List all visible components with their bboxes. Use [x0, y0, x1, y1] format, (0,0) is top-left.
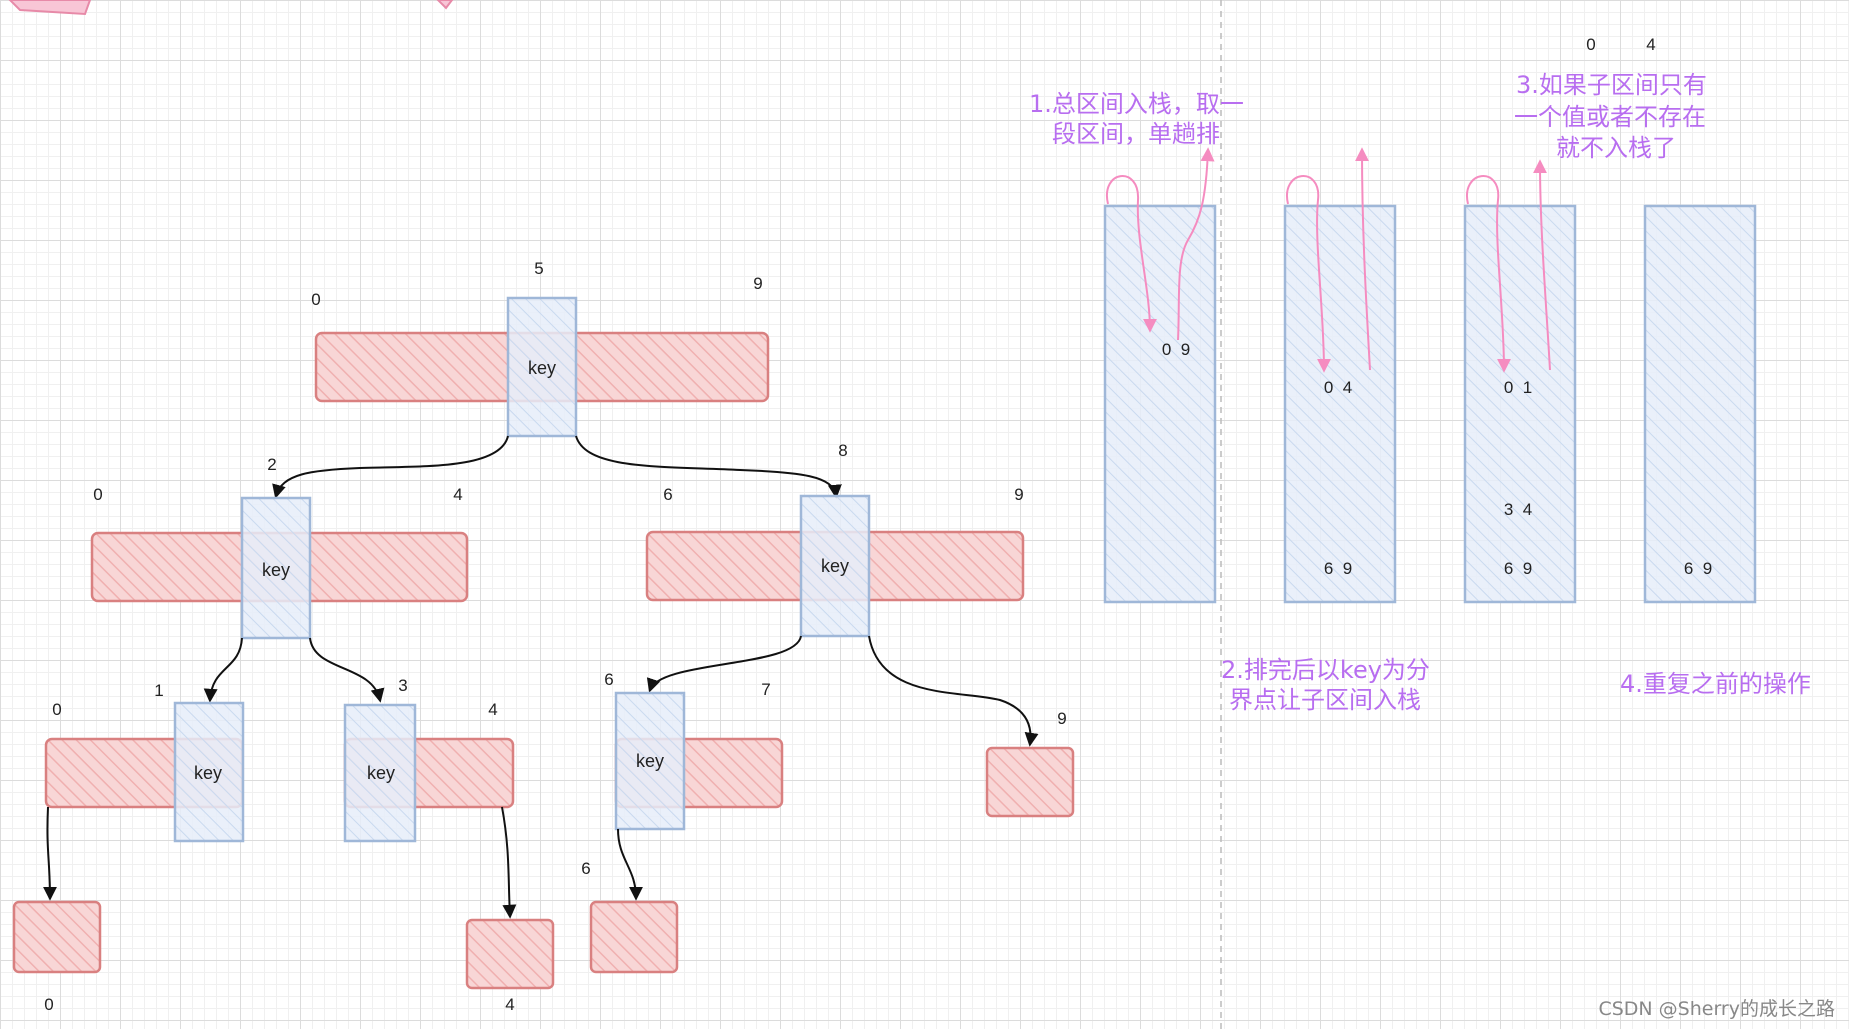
- leaf-9-node: 9: [985, 709, 1075, 818]
- root-key-label: key: [528, 358, 556, 378]
- stack-2-value-1: 6 9: [1324, 559, 1352, 578]
- stack-3-value-1: 3 4: [1504, 500, 1532, 519]
- root-key-index: 5: [534, 259, 543, 278]
- stack-1-value-0: 0 9: [1162, 340, 1190, 359]
- stack-3-value-2: 6 9: [1504, 559, 1532, 578]
- level1-right-right-index: 9: [1014, 485, 1023, 504]
- level2-c-node: key 6 7: [604, 670, 784, 831]
- stack-3-note-line2: 一个值或者不存在: [1514, 103, 1706, 131]
- level1-left-key-index: 2: [267, 455, 276, 474]
- stack-4-note: 4.重复之前的操作: [1620, 670, 1811, 698]
- level1-right-left-index: 6: [663, 485, 672, 504]
- stack-1-note-line1: 1.总区间入栈，取一: [1029, 90, 1244, 118]
- stack-3-note-line1: 3.如果子区间只有: [1516, 71, 1707, 99]
- level1-left-key-box: [240, 496, 312, 640]
- level2-b-key-box: [343, 703, 417, 843]
- level1-right-key-label: key: [821, 556, 849, 576]
- level2-a-key-label: key: [194, 763, 222, 783]
- stack-1-box: [1103, 204, 1217, 604]
- leaf-6-index: 6: [581, 859, 590, 878]
- stack-step-2: 0 4 6 9 2.排完后以key为分 界点让子区间入栈: [1221, 147, 1430, 714]
- stack-step-3: 0 1 3 4 6 9 3.如果子区间只有 一个值或者不存在 就不入栈了: [1463, 71, 1707, 604]
- stack-1-pop-arrow: [1177, 147, 1215, 341]
- level1-left-left-index: 0: [93, 485, 102, 504]
- leaf-6-box: [589, 900, 679, 974]
- leaf-0-box: [12, 900, 102, 974]
- level1-left-right-index: 4: [453, 485, 462, 504]
- level2-a-key-index: 1: [154, 681, 163, 700]
- stack-3-pop-arrow: [1533, 159, 1551, 371]
- stack-3-value-0: 0 1: [1504, 378, 1532, 397]
- stack-step-4: 6 9 4.重复之前的操作: [1620, 204, 1811, 698]
- watermark: CSDN @Sherry的成长之路: [1598, 998, 1835, 1020]
- level2-c-key-index: 7: [761, 680, 770, 699]
- stack-2-pop-arrow: [1355, 147, 1371, 371]
- stack-4-value-0: 6 9: [1684, 559, 1712, 578]
- root-node: key 0 9 5: [311, 259, 770, 438]
- level2-b-right-index: 4: [488, 700, 497, 719]
- edge-root-right: [575, 435, 842, 499]
- level2-a-left-index: 0: [52, 700, 61, 719]
- edge-l1left-b: [309, 637, 385, 703]
- stack-2-box: [1283, 204, 1397, 604]
- leaf-0-node: 0: [12, 900, 102, 1014]
- level2-c-key-label: key: [636, 751, 664, 771]
- level2-a-node: key 0 1: [44, 681, 245, 843]
- level1-right-key-index: 8: [838, 441, 847, 460]
- level2-a-key-box: [173, 701, 245, 843]
- root-key-box: [506, 296, 578, 438]
- stack-4-box: [1643, 204, 1757, 604]
- level2-c-left-index: 6: [604, 670, 613, 689]
- root-left-index: 0: [311, 290, 320, 309]
- stack-2-note-line1: 2.排完后以key为分: [1221, 656, 1430, 684]
- edge-root-left: [272, 435, 509, 499]
- edge-to-leaf0: [42, 806, 57, 901]
- edge-to-leaf4: [501, 806, 517, 919]
- stack-2-note-line2: 界点让子区间入栈: [1229, 686, 1421, 714]
- stack-3-note-line3: 就不入栈了: [1556, 134, 1676, 162]
- level2-b-node: key 3 4: [343, 676, 515, 843]
- stack-step-1: 0 9 1.总区间入栈，取一 段区间，单趟排: [1029, 90, 1244, 604]
- leaf-4-node: 4: [465, 918, 555, 1014]
- leaf-4-index: 4: [505, 995, 514, 1014]
- level2-b-key-index: 3: [398, 676, 407, 695]
- level1-right-node: key 6 9: [645, 485, 1025, 638]
- stack-2-value-0: 0 4: [1324, 378, 1352, 397]
- stack-2-push-arrow: [1285, 175, 1331, 373]
- edge-to-leaf6: [617, 828, 643, 901]
- stack-1-note-line2: 段区间，单趟排: [1052, 120, 1220, 148]
- leaf-9-box: [985, 746, 1075, 818]
- level1-right-key-box: [799, 494, 871, 638]
- root-right-index: 9: [753, 274, 762, 293]
- edge-l1right-leaf9: [868, 635, 1039, 747]
- level1-left-node: key 0 4: [90, 485, 469, 640]
- decor-shapes: [8, 0, 454, 16]
- level2-c-key-box: [614, 691, 686, 831]
- leaf-0-index: 0: [44, 995, 53, 1014]
- stack-top-label-1: 4: [1646, 35, 1655, 54]
- leaf-9-index: 9: [1057, 709, 1066, 728]
- stack-3-box: [1463, 204, 1577, 604]
- edge-l1right-c: [646, 635, 802, 693]
- stack-top-label-0: 0: [1586, 35, 1595, 54]
- level2-b-key-label: key: [367, 763, 395, 783]
- stack-3-push-arrow: [1465, 175, 1511, 373]
- edge-l1left-a: [203, 637, 243, 703]
- level1-left-key-label: key: [262, 560, 290, 580]
- stack-1-push-arrow: [1105, 175, 1157, 333]
- leaf-6-node: 6: [581, 859, 679, 974]
- leaf-4-box: [465, 918, 555, 990]
